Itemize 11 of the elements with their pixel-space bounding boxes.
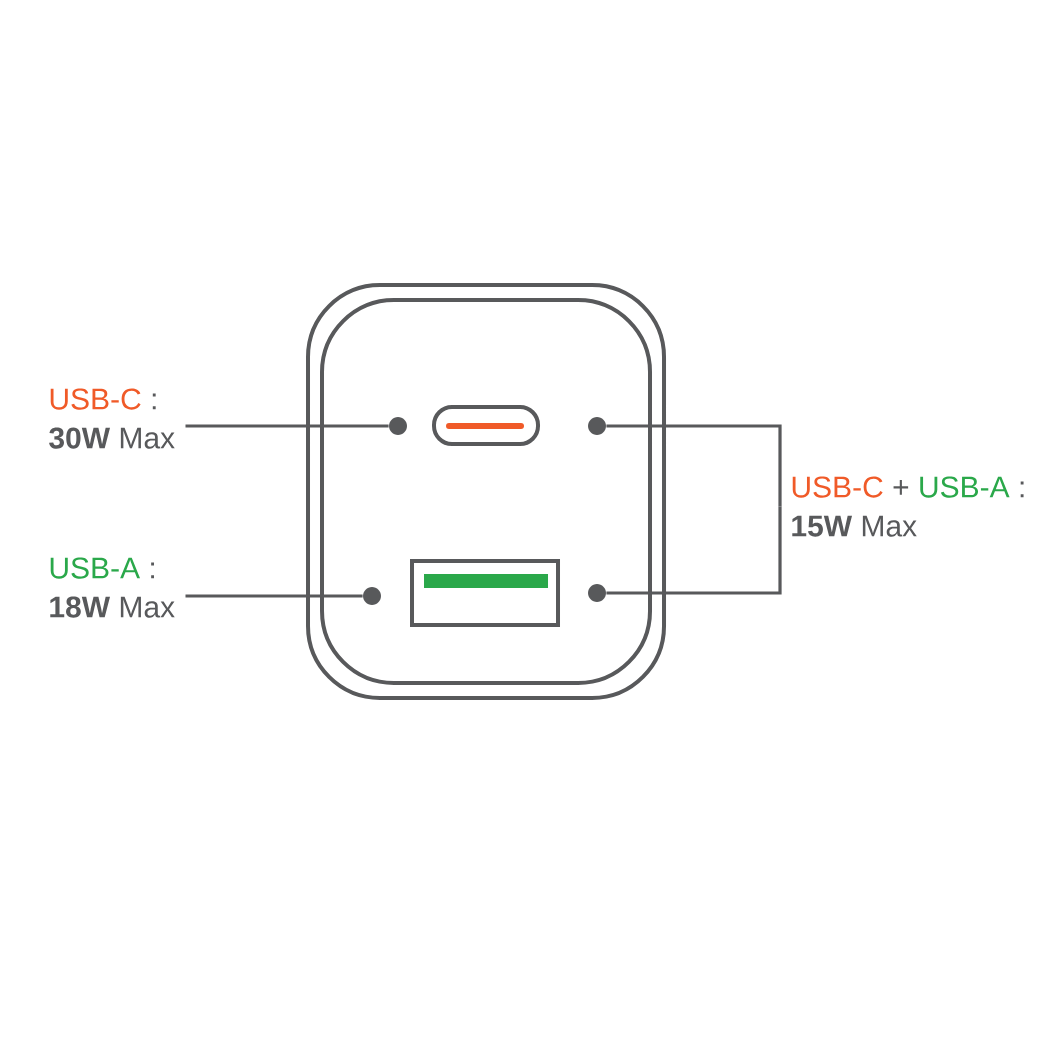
port-label: USB-A : 18W Max [50,557,175,618]
leader-line [606,424,782,507]
leader-line [185,594,363,598]
leader-line [185,424,389,428]
port-label: USB-C + USB-A : 15W Max [792,476,1024,537]
leader-line [606,506,782,595]
port-dot [588,417,606,435]
port-dot [363,587,381,605]
port-dot [588,584,606,602]
port-dot [389,417,407,435]
port-label: USB-C : 30W Max [49,388,175,449]
